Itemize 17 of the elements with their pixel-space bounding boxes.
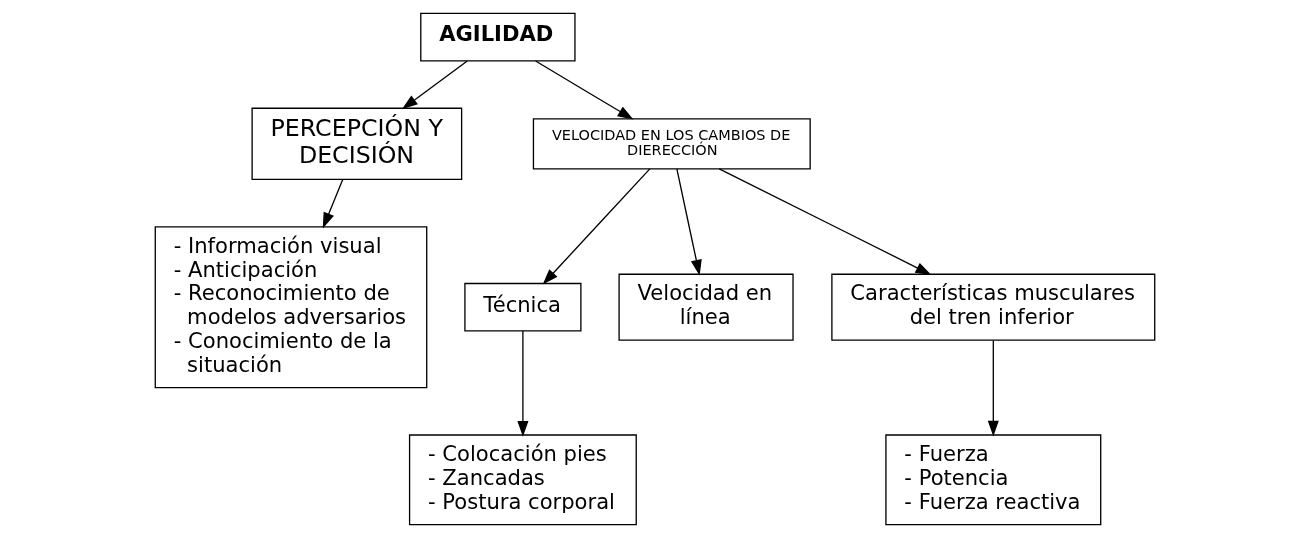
arrow: [401, 60, 468, 110]
arrow: [718, 168, 931, 275]
arrow: [987, 339, 999, 437]
node-box: VELOCIDAD EN LOS CAMBIOS DE DIERECCIÓN: [532, 118, 811, 170]
node-box: AGILIDAD: [419, 12, 576, 62]
node-box: - Fuerza - Potencia - Fuerza reactiva: [884, 434, 1101, 526]
node-box: PERCEPCIÓN Y DECISIÓN: [250, 107, 462, 181]
arrow: [675, 168, 702, 276]
node-box: Características musculares del tren inferior: [830, 273, 1155, 341]
arrow: [534, 60, 633, 120]
arrow: [322, 178, 343, 229]
node-box: Velocidad en línea: [617, 273, 794, 341]
arrow: [516, 330, 528, 437]
node-box: - Colocación pies - Zancadas - Postura corporal: [408, 434, 637, 526]
node-box: - Información visual - Anticipación - Reconocimiento de modelos adversarios - Conocimiento de la situación: [154, 226, 427, 389]
arrow: [542, 168, 650, 285]
node-box: Técnica: [463, 282, 582, 332]
